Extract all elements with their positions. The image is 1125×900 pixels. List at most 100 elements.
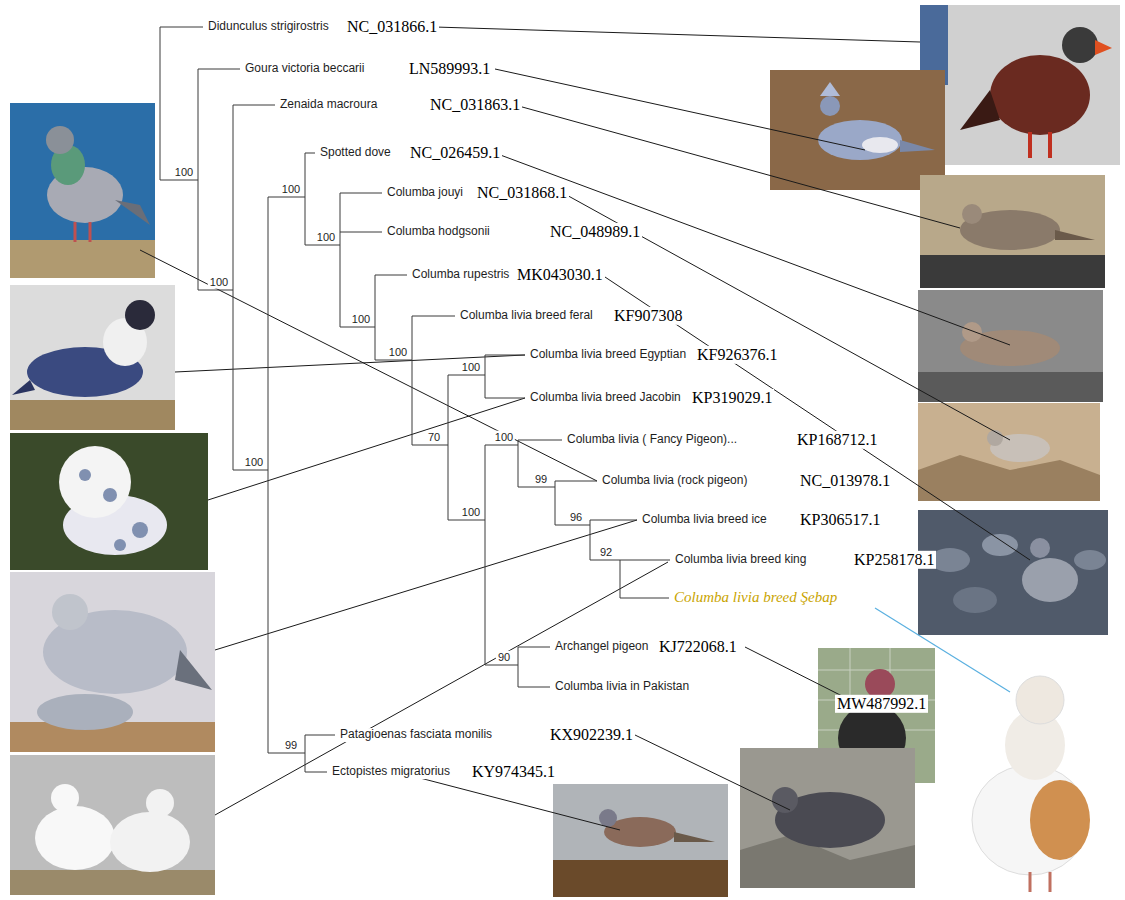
photo-didunculus: [920, 5, 1120, 165]
bootstrap-value: 99: [533, 473, 549, 486]
photo-ectopistes-part: [599, 809, 617, 827]
photo-sebap-part: [935, 640, 1120, 898]
photo-egyptian-part: [125, 300, 155, 330]
taxon-name: Columba rupestris: [410, 268, 511, 282]
leader-lines-part: [420, 778, 620, 830]
photo-jacobin: [10, 433, 208, 570]
accession-number: KF907308: [612, 307, 684, 325]
photo-spotted-dove-part: [962, 322, 982, 342]
photo-jacobin-part: [79, 469, 91, 481]
photo-king-part: [110, 812, 190, 872]
photo-didunculus-part: [1030, 132, 1050, 158]
photo-zenaida-part: [1055, 230, 1095, 240]
accession-number: MK043030.1: [515, 266, 605, 284]
taxon-name: Goura victoria beccarii: [243, 62, 366, 76]
taxon-name: Columba livia breed Jacobin: [528, 391, 683, 405]
accession-number: KP258178.1: [852, 551, 936, 569]
photo-rock-pigeon-part: [75, 222, 90, 242]
photo-zenaida-part: [920, 175, 1105, 288]
photo-rock-pigeon-part: [115, 200, 150, 225]
accession-number: KX902239.1: [548, 726, 635, 744]
photo-sebap-part: [1030, 780, 1090, 860]
taxon-name: Columba livia breed king: [673, 553, 808, 567]
bootstrap-value: 92: [598, 546, 614, 559]
photo-goura-part: [862, 137, 898, 153]
bootstrap-value: 100: [208, 276, 230, 289]
accession-number: KY974345.1: [470, 763, 557, 781]
photo-rupestris-part: [918, 403, 1100, 501]
taxon-name: Columba jouyi: [385, 186, 465, 200]
photo-zenaida-part: [962, 204, 982, 224]
bootstrap-value: 100: [243, 456, 265, 469]
photo-spotted-dove-part: [918, 372, 1103, 402]
photo-ectopistes-part: [553, 784, 728, 897]
photo-rock-pigeon-part: [10, 240, 155, 278]
photo-zenaida: [920, 175, 1105, 288]
leader-lines-part: [140, 250, 597, 481]
photo-king-part: [146, 789, 174, 817]
bootstrap-value: 100: [315, 231, 337, 244]
photo-ice-part: [10, 572, 215, 752]
bootstrap-value: 96: [568, 511, 584, 524]
bootstrap-value: 99: [283, 739, 299, 752]
photo-jacobin-part: [59, 446, 131, 518]
photo-ectopistes-part: [674, 832, 715, 842]
photo-zenaida-part: [920, 255, 1105, 288]
bootstrap-value: 100: [173, 166, 195, 179]
taxon-name: Archangel pigeon: [553, 640, 650, 654]
leader-lines-part: [745, 647, 850, 700]
photo-goura-part: [770, 70, 945, 190]
accession-number: NC_031868.1: [475, 184, 569, 202]
photo-spotted-dove-part: [918, 290, 1103, 402]
photo-didunculus-part: [960, 90, 1000, 130]
query-breed-name: Columba livia breed Şebap: [672, 589, 839, 606]
photo-rock-pigeon-part: [10, 103, 155, 278]
bootstrap-value: 100: [280, 183, 302, 196]
photo-didunculus-part: [1095, 40, 1112, 55]
photo-flock-part: [1022, 558, 1078, 602]
photo-sebap-part: [1016, 676, 1064, 724]
photo-rupestris-part: [987, 430, 1003, 446]
photo-ice-part: [37, 694, 133, 730]
photo-king: [10, 755, 215, 895]
taxon-name: Spotted dove: [318, 146, 393, 160]
accession-number: KP306517.1: [798, 511, 882, 529]
photo-sebap: [935, 640, 1120, 898]
accession-number: KP319029.1: [690, 389, 774, 407]
photo-didunculus-part: [990, 55, 1090, 135]
leader-lines-part: [515, 105, 960, 228]
photo-flock-part: [982, 534, 1018, 556]
bootstrap-value: 100: [493, 431, 515, 444]
bootstrap-value: 90: [496, 651, 512, 664]
taxon-name: Didunculus strigirostris: [206, 20, 331, 34]
accession-number: MW487992.1: [835, 695, 928, 713]
photo-goura-part: [820, 96, 840, 116]
accession-number: KF926376.1: [695, 346, 779, 364]
taxon-name: Zenaida macroura: [278, 98, 379, 112]
accession-number: KJ722068.1: [657, 638, 739, 656]
photo-flock-part: [918, 510, 1108, 635]
photo-didunculus-part: [1062, 27, 1098, 63]
photo-ectopistes-part: [553, 860, 728, 897]
photo-flock-part: [1074, 550, 1106, 570]
photo-goura-part: [820, 82, 840, 96]
photo-rock-pigeon-part: [46, 126, 74, 154]
photo-jacobin-part: [114, 539, 126, 551]
photo-patagioenas: [740, 748, 915, 888]
accession-number: KP168712.1: [795, 431, 879, 449]
photo-jacobin-part: [10, 433, 208, 570]
bootstrap-value: 100: [460, 361, 482, 374]
photo-flock: [918, 510, 1108, 635]
photo-goura-part: [900, 140, 935, 152]
photo-king-part: [10, 755, 215, 895]
leader-lines-part: [602, 275, 1030, 560]
bootstrap-value: 100: [387, 346, 409, 359]
photo-egyptian-part: [10, 400, 175, 430]
leader-lines-part: [635, 735, 790, 810]
photo-sebap-part: [1030, 872, 1050, 892]
accession-number: NC_048989.1: [548, 223, 642, 241]
photo-jacobin-part: [132, 522, 148, 538]
taxon-name: Columba livia (rock pigeon): [600, 474, 749, 488]
